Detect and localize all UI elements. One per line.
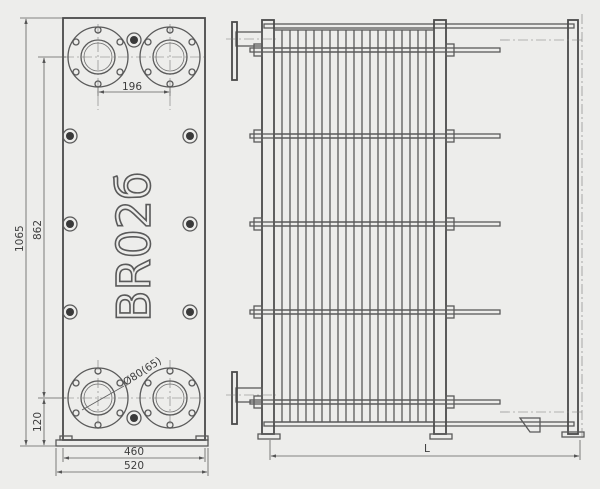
port-diameter-label: Ø80(65) [121,355,164,389]
tie-rod [249,305,501,319]
dim-port-spacing: 196 [122,81,142,93]
guide-bolt-top [126,32,142,48]
side-view: L [226,14,585,460]
flange-bottom-right [139,367,201,429]
front-view: BR02б Ø80(65) 196 460 520 1065 862 120 [14,17,209,476]
flange-bottom-left [67,367,129,429]
foot-pad-left [59,435,73,441]
tie-rod [249,395,501,409]
tie-bolts [62,128,198,320]
flange-top-left [67,26,129,88]
fixed-frame [261,19,275,435]
guide-bolt-bottom [126,410,142,426]
dim-port-center-height: 862 [32,220,44,240]
dim-length: L [424,443,430,455]
nozzle-top [226,21,276,81]
model-label: BR02б [107,172,161,322]
tie-rod [249,217,501,231]
carrying-bar [263,23,575,29]
tie-rods [249,43,501,409]
foot-pad-right [195,435,209,441]
dim-base-to-port: 120 [32,412,44,432]
dim-inner-width: 460 [124,446,144,458]
tie-rod [249,129,501,143]
frame-foot [55,439,209,447]
pressure-plate [433,19,447,435]
support-column [567,19,579,435]
tie-rod [249,43,501,57]
dim-overall-width: 520 [124,460,144,472]
nozzle-bottom [226,371,276,425]
dim-overall-height: 1065 [14,225,26,252]
